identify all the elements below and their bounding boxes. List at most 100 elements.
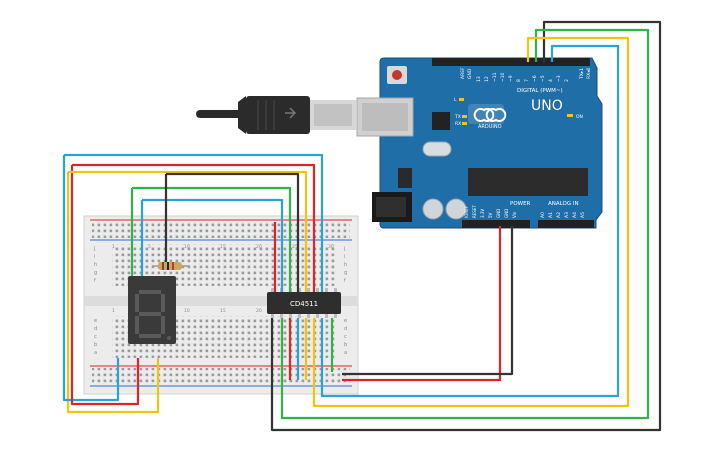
- row-letter: j: [343, 246, 345, 252]
- row-letter: e: [344, 318, 347, 324]
- usb-cable[interactable]: [196, 96, 356, 134]
- row-letter: d: [94, 326, 97, 332]
- wire-blue-left[interactable]: [62, 155, 120, 402]
- wire-yellow-left[interactable]: [66, 172, 160, 414]
- wire-green-inner[interactable]: [132, 186, 292, 292]
- column-number: 30: [328, 244, 334, 250]
- wire-black-d7[interactable]: [270, 20, 662, 432]
- label-gnd: GND: [467, 68, 473, 79]
- wire-blue-d3[interactable]: [320, 44, 620, 398]
- arduino-logo-icon: [473, 108, 495, 122]
- power-section-label: POWER: [510, 201, 531, 207]
- wire-blue-inner[interactable]: [142, 198, 284, 292]
- label-on: ON: [576, 114, 583, 120]
- row-letter: g: [94, 270, 97, 276]
- segment-dp: [167, 336, 171, 340]
- row-letter: h: [344, 262, 347, 268]
- column-number: 20: [256, 244, 262, 250]
- column-number: 5: [148, 244, 151, 250]
- analog-pin-label: A1: [548, 212, 554, 218]
- wire-gnd[interactable]: [342, 226, 514, 376]
- segment-a: [139, 290, 161, 294]
- row-letter: a: [94, 350, 97, 356]
- wire-red-top[interactable]: [72, 163, 316, 292]
- label-tx: TX: [454, 114, 461, 120]
- segment-e: [135, 316, 139, 334]
- row-letter: f: [344, 278, 346, 284]
- digital-pin-label: ~10: [500, 72, 506, 82]
- wire-yellow-top[interactable]: [68, 170, 308, 292]
- analog-pin-label: A5: [580, 212, 586, 218]
- power-pin-label: Vin: [512, 211, 517, 218]
- column-number: 15: [220, 308, 226, 314]
- resistor[interactable]: [152, 262, 190, 270]
- analog-pin-label: A2: [556, 212, 562, 218]
- digital-pin-label: ~3: [556, 75, 562, 82]
- reset-button-cap[interactable]: [392, 70, 402, 80]
- seven-segment-display[interactable]: [128, 276, 176, 344]
- digital-pin-label: 13: [476, 76, 482, 82]
- power-pin-label: GND: [504, 209, 509, 218]
- segment-c: [161, 316, 165, 334]
- analog-section-label: ANALOG IN: [548, 201, 579, 207]
- cd4511-chip[interactable]: CD4511: [267, 288, 341, 318]
- arduino-uno-board[interactable]: UNO ARDUINO DIGITAL (PWM~) POWER ANALOG …: [356, 57, 603, 229]
- digital-pin-label: ~5: [540, 75, 546, 82]
- regulator: [398, 168, 412, 188]
- row-letter: i: [344, 254, 345, 260]
- board-model-label: UNO: [531, 98, 563, 114]
- power-header: [462, 220, 530, 228]
- digital-section-label: DIGITAL (PWM~): [517, 88, 563, 94]
- label-rx: RX: [455, 121, 461, 127]
- wire-green-d6[interactable]: [280, 28, 650, 420]
- row-letter: i: [94, 254, 95, 260]
- power-pin-label: GND: [496, 209, 501, 218]
- digital-header-left: [432, 58, 564, 66]
- usb-chip: [432, 112, 450, 130]
- wire-5v[interactable]: [342, 226, 502, 382]
- row-letter: a: [344, 350, 347, 356]
- label-aref: AREF: [460, 67, 466, 79]
- segment-d: [139, 334, 161, 338]
- led-tx-icon: [462, 115, 467, 118]
- segment-b: [161, 294, 165, 312]
- row-letter: b: [344, 342, 347, 348]
- analog-pin-label: A4: [572, 212, 578, 218]
- wire-red-left[interactable]: [70, 165, 140, 406]
- power-pin-label: 3.3V: [480, 209, 485, 218]
- column-number: 10: [184, 308, 190, 314]
- segment-f: [135, 294, 139, 312]
- row-letter: b: [94, 342, 97, 348]
- wire-yellow-d5[interactable]: [312, 36, 630, 408]
- row-letter: g: [344, 270, 347, 276]
- label-tx1: TX▸1: [579, 68, 585, 80]
- digital-header-right: [520, 58, 590, 66]
- atmega-chip: [468, 168, 588, 196]
- led-rx-icon: [462, 122, 467, 125]
- digital-pin-label: 4: [548, 79, 554, 82]
- row-letter: f: [94, 278, 96, 284]
- led-l-icon: [459, 98, 464, 101]
- power-pin-label: IOREF: [464, 205, 469, 218]
- column-number: 20: [256, 308, 262, 314]
- power-pin-label: 5V: [488, 212, 493, 218]
- wire-black-inner[interactable]: [166, 172, 300, 292]
- chip-label: CD4511: [290, 300, 318, 308]
- digital-pin-label: 12: [484, 76, 490, 82]
- column-number: 1: [112, 308, 115, 314]
- row-letter: h: [94, 262, 97, 268]
- led-on-icon: [567, 114, 573, 117]
- breadboard-column-numbers: 115510101515202025253030: [112, 244, 334, 314]
- column-number: 15: [220, 244, 226, 250]
- row-letter: c: [344, 334, 347, 340]
- wire-blue-top[interactable]: [64, 153, 324, 292]
- board-brand-label: ARDUINO: [478, 124, 502, 130]
- digital-pin-label: 2: [564, 79, 570, 82]
- label-rx0: RX◂0: [586, 68, 592, 79]
- power-pin-label: RESET: [472, 205, 477, 218]
- column-number: 1: [112, 244, 115, 250]
- digital-pin-label: ~11: [492, 72, 498, 82]
